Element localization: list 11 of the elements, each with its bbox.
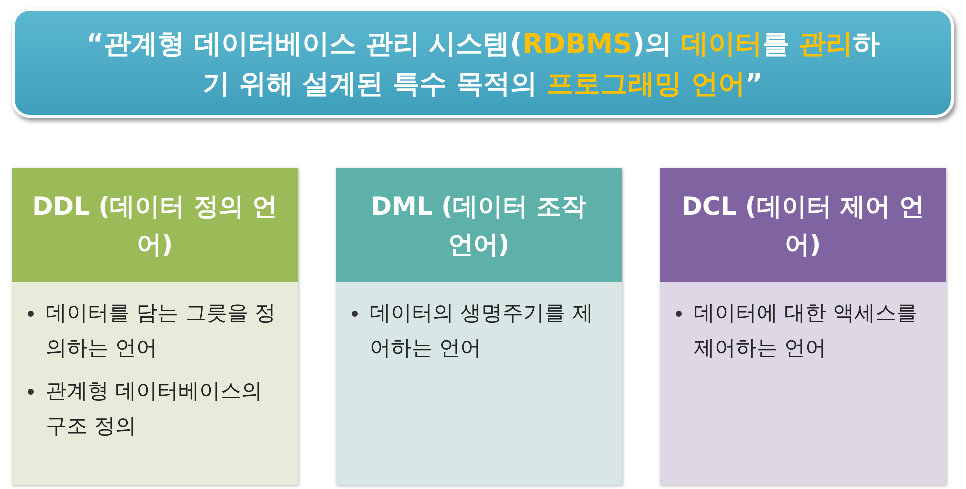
bullet-text: 데이터를 담는 그릇을 정의하는 언어 <box>46 300 278 362</box>
category-card <box>336 168 622 485</box>
category-card <box>12 168 298 485</box>
card-header: DDL (데이터 정의 언어) <box>12 168 298 282</box>
card-header: DCL (데이터 제어 언어) <box>660 168 946 282</box>
bullet-text: 관계형 데이터베이스의 구조 정의 <box>46 378 264 440</box>
bullet-text: 데이터의 생명주기를 제어하는 언어 <box>370 300 594 362</box>
category-card <box>660 168 946 485</box>
bullet-text: 데이터에 대한 액세스를 제어하는 언어 <box>694 300 918 362</box>
card-header: DML (데이터 조작 언어) <box>336 168 622 282</box>
title-banner: “관계형 데이터베이스 관리 시스템(RDBMS)의 데이터를 관리하기 위해 설계된 특수 목적의 프로그래밍 언어” <box>12 8 954 118</box>
